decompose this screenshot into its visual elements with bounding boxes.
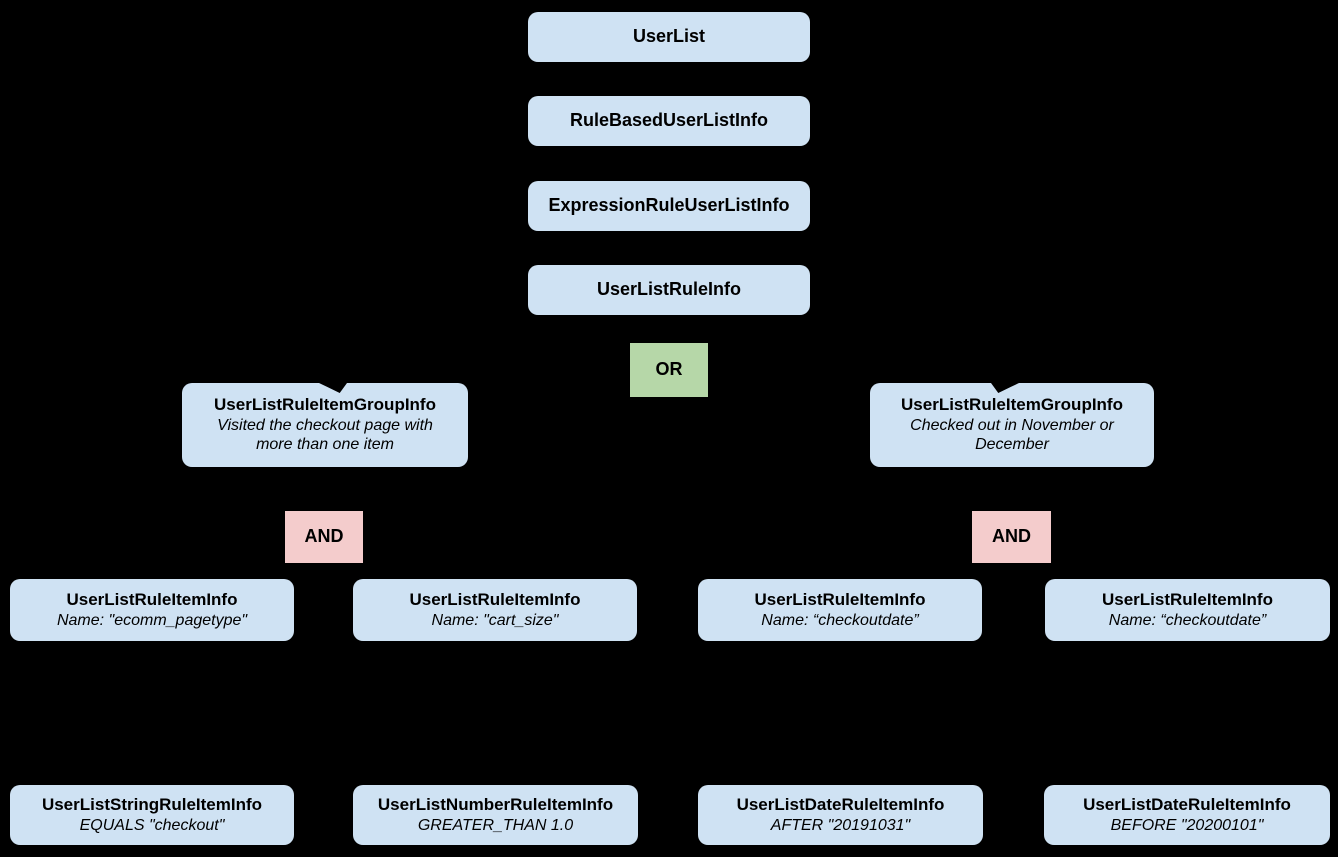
and-operator-right: AND xyxy=(972,511,1051,563)
node-title: UserListRuleItemInfo xyxy=(409,589,581,609)
node-number-rule-item: UserListNumberRuleItemInfo GREATER_THAN … xyxy=(353,785,638,845)
node-rule-item-group-right: UserListRuleItemGroupInfo Checked out in… xyxy=(870,383,1154,467)
node-title: UserListDateRuleItemInfo xyxy=(736,794,945,814)
node-subtitle: EQUALS "checkout" xyxy=(79,816,225,834)
node-userlist: UserList xyxy=(528,12,810,62)
node-date-rule-item-before: UserListDateRuleItemInfo BEFORE "2020010… xyxy=(1044,785,1330,845)
or-operator-label: OR xyxy=(655,359,683,380)
node-title: ExpressionRuleUserListInfo xyxy=(548,195,790,216)
node-title: UserListRuleItemGroupInfo xyxy=(901,395,1123,415)
and-operator-left: AND xyxy=(285,511,363,563)
node-subtitle: Name: "ecomm_pagetype" xyxy=(56,611,248,629)
node-subtitle: GREATER_THAN 1.0 xyxy=(417,816,574,834)
node-string-rule-item: UserListStringRuleItemInfo EQUALS "check… xyxy=(10,785,294,845)
node-subtitle: Visited the checkout page with more than… xyxy=(217,416,433,454)
node-rule-based-user-list-info: RuleBasedUserListInfo xyxy=(528,96,810,146)
node-subtitle: BEFORE "20200101" xyxy=(1110,816,1264,834)
node-title: RuleBasedUserListInfo xyxy=(569,110,769,131)
node-subtitle: AFTER "20191031" xyxy=(770,816,911,834)
node-title: UserListStringRuleItemInfo xyxy=(41,794,263,814)
connector-arrowhead-left xyxy=(319,383,347,393)
node-subtitle: Name: "cart_size" xyxy=(431,611,559,629)
node-rule-item-ecomm-pagetype: UserListRuleItemInfo Name: "ecomm_pagety… xyxy=(10,579,294,641)
node-rule-item-checkoutdate-2: UserListRuleItemInfo Name: “checkoutdate… xyxy=(1045,579,1330,641)
node-title: UserList xyxy=(632,26,706,47)
node-title: UserListRuleItemGroupInfo xyxy=(214,395,436,415)
and-operator-label: AND xyxy=(992,526,1031,547)
and-operator-label: AND xyxy=(304,526,344,547)
connector-arrowhead-right xyxy=(991,383,1019,393)
node-user-list-rule-info: UserListRuleInfo xyxy=(528,265,810,315)
or-operator: OR xyxy=(630,343,708,397)
node-subtitle: Name: “checkoutdate” xyxy=(761,611,919,629)
node-title: UserListRuleItemInfo xyxy=(1102,589,1273,609)
node-title: UserListRuleItemInfo xyxy=(754,589,926,609)
node-expression-rule-user-list-info: ExpressionRuleUserListInfo xyxy=(528,181,810,231)
node-date-rule-item-after: UserListDateRuleItemInfo AFTER "20191031… xyxy=(698,785,983,845)
node-title: UserListNumberRuleItemInfo xyxy=(377,794,614,814)
node-subtitle: Checked out in November or December xyxy=(910,416,1114,454)
node-rule-item-cart-size: UserListRuleItemInfo Name: "cart_size" xyxy=(353,579,637,641)
node-subtitle: Name: “checkoutdate” xyxy=(1108,611,1267,629)
node-title: UserListDateRuleItemInfo xyxy=(1083,794,1291,814)
node-rule-item-group-left: UserListRuleItemGroupInfo Visited the ch… xyxy=(182,383,468,467)
node-rule-item-checkoutdate-1: UserListRuleItemInfo Name: “checkoutdate… xyxy=(698,579,982,641)
node-title: UserListRuleItemInfo xyxy=(66,589,238,609)
node-title: UserListRuleInfo xyxy=(596,279,742,300)
